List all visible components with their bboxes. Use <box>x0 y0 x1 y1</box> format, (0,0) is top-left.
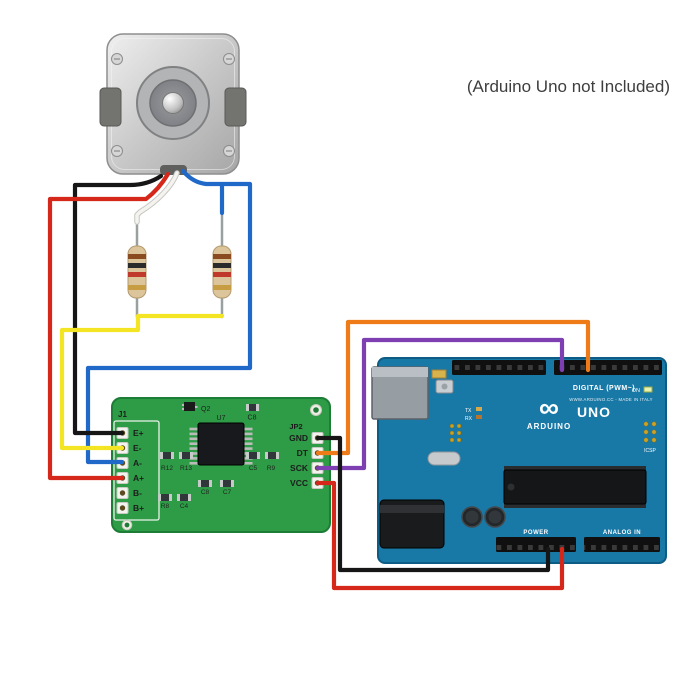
svg-text:C5: C5 <box>249 465 258 472</box>
svg-text:R8: R8 <box>161 503 170 510</box>
icsp2-header <box>449 423 462 443</box>
svg-text:C8: C8 <box>201 489 210 496</box>
hx711-smd-parts <box>158 452 279 501</box>
svg-text:B-: B- <box>133 488 142 498</box>
usb-port <box>371 366 429 420</box>
hx711-label-j1: J1 <box>118 410 127 419</box>
resistor-left <box>127 245 147 299</box>
svg-text:SCK: SCK <box>290 463 309 473</box>
hx711-label-u7: U7 <box>217 415 226 422</box>
svg-text:R13: R13 <box>180 465 192 472</box>
hx711-label-jp2: JP2 <box>289 422 302 431</box>
icsp-header <box>643 421 657 443</box>
hx711-component-labels: R12 R13 C5 R9 C8 C7 R8 C4 <box>161 465 276 510</box>
wire-vcc-red <box>315 480 565 591</box>
polyfuse <box>431 369 447 379</box>
arduino-model-label: UNO <box>577 404 611 420</box>
wire-loadcell-red <box>47 171 171 481</box>
caption: (Arduino Uno not Included) <box>467 77 670 96</box>
arduino-power-label: POWER <box>523 530 548 536</box>
hx711-mount-hole-top-right <box>310 404 322 416</box>
arduino-pcb <box>377 357 667 564</box>
rx-led <box>476 415 482 419</box>
svg-text:E-: E- <box>133 443 142 453</box>
arduino-analog-label: ANALOG IN <box>603 530 641 536</box>
svg-text:GND: GND <box>289 433 308 443</box>
svg-text:R12: R12 <box>161 465 173 472</box>
hx711-smd-c8-top <box>246 404 259 411</box>
hx711-left-pin-labels: E+ E- A- A+ B- B+ <box>133 428 144 513</box>
svg-text:C7: C7 <box>223 489 232 496</box>
load-cell <box>99 33 247 175</box>
capacitor <box>461 506 483 528</box>
wire-gnd-black <box>315 435 551 573</box>
wire-resistor-yellow <box>59 313 225 451</box>
reset-button <box>435 379 454 394</box>
arduino-rx-label: RX <box>465 416 473 422</box>
arduino-tx-label: TX <box>465 408 472 414</box>
hx711-ic <box>189 422 253 466</box>
resistor-leads <box>135 209 224 319</box>
hx711-right-pin-labels: GND DT SCK VCC <box>289 433 309 488</box>
hx711-mount-hole-bottom-left <box>121 519 133 531</box>
arduino-digital-label: DIGITAL (PWM~) <box>573 385 635 392</box>
resistor-right <box>212 245 232 299</box>
crystal-oscillator <box>427 451 461 466</box>
arduino-bottom-headers <box>496 537 660 552</box>
arduino-made-in-label: WWW.ARDUINO.CC - MADE IN ITALY <box>569 397 653 402</box>
atmega-chip <box>503 466 647 508</box>
hx711-label-c8-top: C8 <box>248 415 257 422</box>
power-led <box>643 386 653 393</box>
wire-loadcell-white <box>135 171 179 224</box>
load-cell-slot-left <box>99 87 122 127</box>
arduino-brand-label: ARDUINO <box>527 422 571 431</box>
wire-sck-purple <box>315 337 565 471</box>
arduino-digital-headers <box>452 360 662 375</box>
load-cell-screws <box>111 53 235 157</box>
wire-loadcell-blue <box>85 168 253 465</box>
hx711-label-q2: Q2 <box>201 406 210 413</box>
svg-text:E+: E+ <box>133 428 144 438</box>
hx711-board: J1 E+ E- A- A+ B- B+ <box>111 397 331 533</box>
arduino-board: DIGITAL (PWM~) WWW.ARDUINO.CC - MADE IN … <box>371 357 667 564</box>
svg-text:A-: A- <box>133 458 142 468</box>
wire-loadcell-black <box>72 173 164 436</box>
hx711-silkscreen-box <box>113 420 160 521</box>
svg-text:C4: C4 <box>180 503 189 510</box>
svg-text:A+: A+ <box>133 473 144 483</box>
tx-led <box>476 407 482 411</box>
svg-text:B+: B+ <box>133 503 144 513</box>
arduino-icsp-label: ICSP <box>644 448 656 454</box>
arduino-logo-icon: ∞ <box>539 392 559 423</box>
svg-text:DT: DT <box>297 448 309 458</box>
hx711-q2 <box>182 402 198 411</box>
capacitor <box>484 506 506 528</box>
svg-text:R9: R9 <box>267 465 276 472</box>
svg-text:VCC: VCC <box>290 478 308 488</box>
wires <box>47 168 591 591</box>
load-cell-slot-right <box>224 87 247 127</box>
power-jack <box>379 499 445 549</box>
load-cell-button <box>162 92 184 114</box>
arduino-on-label: ON <box>632 388 640 394</box>
